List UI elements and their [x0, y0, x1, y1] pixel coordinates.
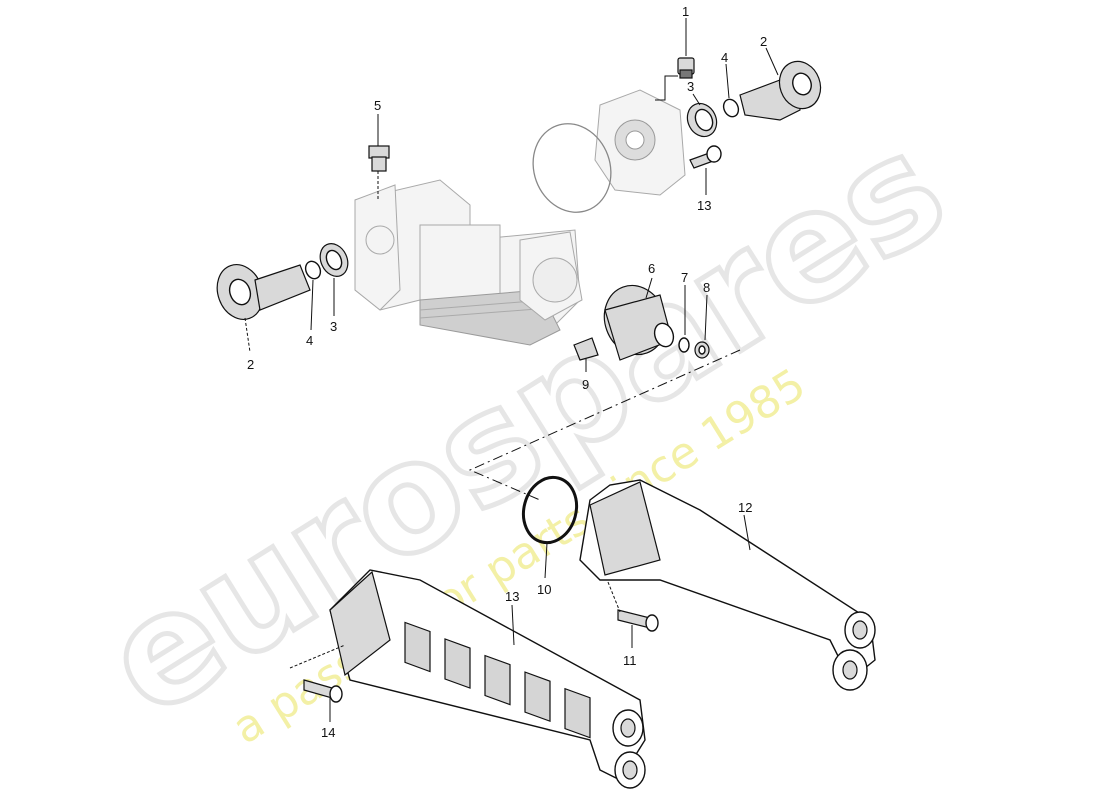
callout-8: 8	[703, 280, 710, 295]
part-7-ring	[678, 285, 690, 353]
part-12-side-arm	[579, 479, 876, 691]
part-5-fitting	[368, 114, 390, 200]
callout-4-left: 4	[306, 333, 313, 348]
part-2-flange-left	[216, 264, 311, 353]
callout-labels: 1 2 3 4 5 13 6 7 8 9 2 4 3 10 12 13 11 1…	[247, 4, 767, 740]
part-3-seal-top	[686, 93, 718, 138]
callout-4-top: 4	[721, 50, 728, 65]
part-13-side-arm	[329, 569, 646, 789]
callout-12: 12	[738, 500, 752, 515]
part-14-bolt	[289, 644, 346, 722]
transmission-housing	[354, 179, 583, 346]
part-11-bolt	[607, 581, 659, 648]
callout-7: 7	[681, 270, 688, 285]
part-2-flange-top	[739, 47, 822, 121]
part-10-o-ring	[521, 475, 579, 579]
part-8-nut	[694, 294, 710, 359]
part-13-bolt-top	[689, 145, 722, 195]
part-9-plug	[573, 337, 599, 372]
part-3-seal-left	[319, 243, 349, 316]
callout-2-left: 2	[247, 357, 254, 372]
part-1-breather	[655, 18, 695, 101]
part-4-ring-left	[304, 260, 322, 331]
callout-2-top: 2	[760, 34, 767, 49]
callout-11: 11	[623, 653, 637, 668]
callout-1: 1	[682, 4, 689, 19]
callout-5: 5	[374, 98, 381, 113]
callout-14: 14	[321, 725, 335, 740]
part-4-ring-top	[722, 63, 740, 118]
part-6-cup	[603, 277, 675, 361]
callout-13-bottom: 13	[505, 589, 519, 604]
callout-13-top: 13	[697, 198, 711, 213]
callout-3-left: 3	[330, 319, 337, 334]
callout-3-top: 3	[687, 79, 694, 94]
callout-10: 10	[537, 582, 551, 597]
assembly-centerline	[468, 349, 741, 501]
callout-6: 6	[648, 261, 655, 276]
callout-9: 9	[582, 377, 589, 392]
cover-o-ring	[532, 123, 612, 213]
rear-cover-plate	[594, 89, 686, 196]
